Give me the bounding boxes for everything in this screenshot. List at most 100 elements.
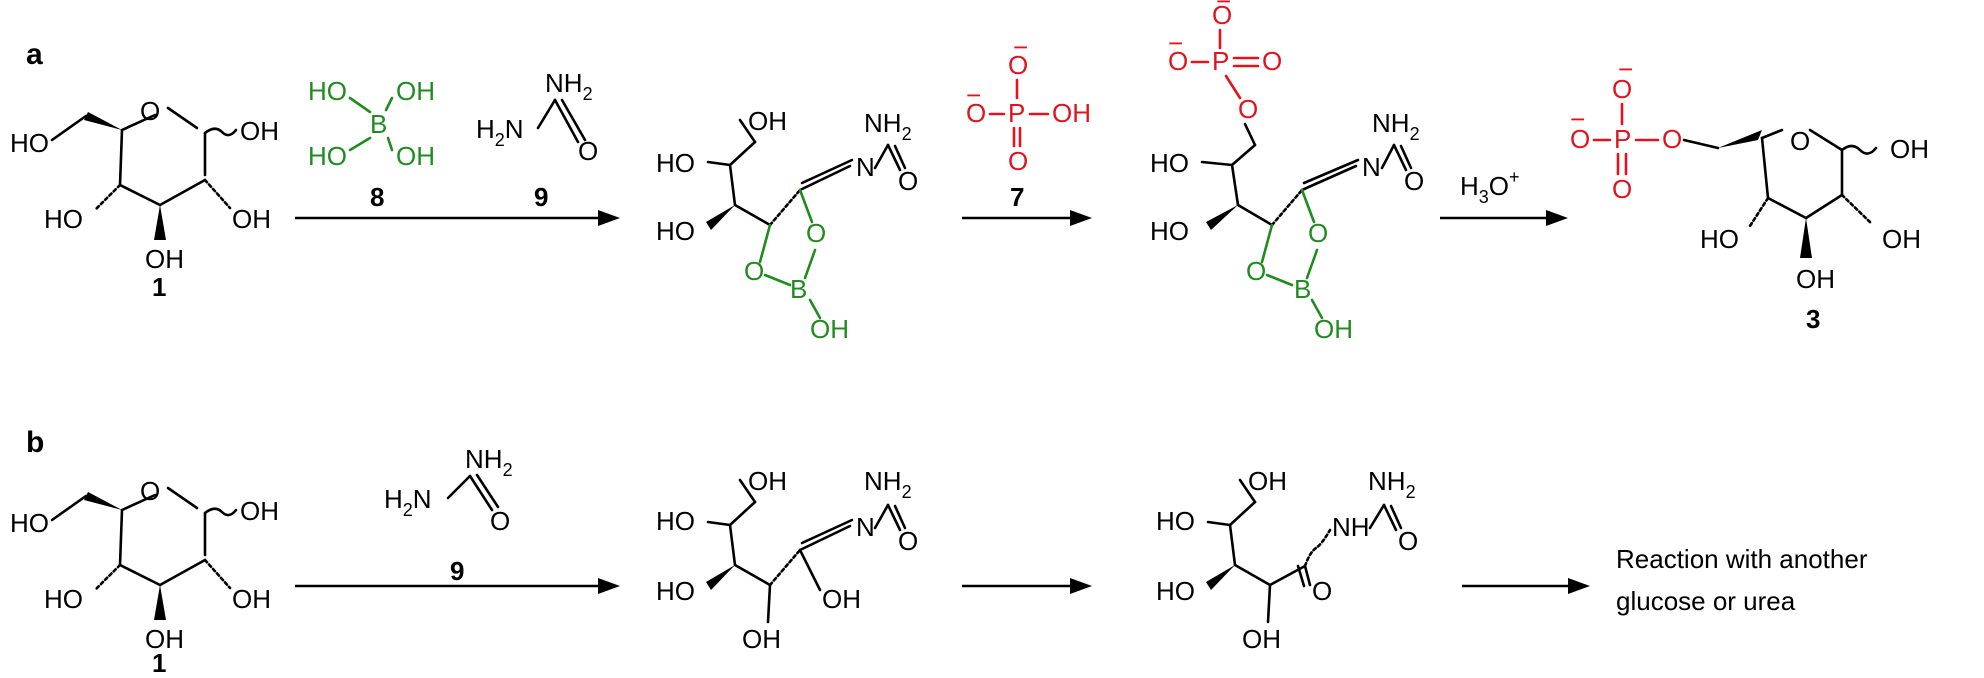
outcome-line-2: glucose or urea <box>1616 586 1796 616</box>
compound-number-7: 7 <box>1010 182 1024 212</box>
oh-label: OH <box>1314 314 1353 344</box>
boric-acid-8: HO OH B HO OH 8 <box>308 76 435 212</box>
oh-label: OH <box>240 496 279 526</box>
ring-oxygen: O <box>140 96 160 126</box>
oh-label: OH <box>396 141 435 171</box>
compound-number-9: 9 <box>450 556 464 586</box>
phosphate-oxygen: O <box>1570 124 1590 154</box>
h2n-label: H2N <box>384 484 432 520</box>
boron-atom: B <box>790 274 807 304</box>
ring-oxygen: O <box>1790 126 1810 156</box>
carbonyl-oxygen: O <box>578 136 598 166</box>
phosphate-oxygen: O <box>1212 0 1232 30</box>
phosphorus-atom: P <box>1008 98 1025 128</box>
oh-label: OH <box>396 76 435 106</box>
phosphate-7: O − O − P OH O 7 <box>966 32 1091 212</box>
oh-label: OH <box>232 584 271 614</box>
urea-9-a: NH2 H2N O 9 <box>476 68 598 212</box>
carbonyl-oxygen: O <box>1398 526 1418 556</box>
panel-label-b: b <box>26 426 44 459</box>
phosphate-oxygen: O <box>1008 50 1028 80</box>
phosphate-oxygen: O <box>1612 74 1632 104</box>
final-outcome-text: Reaction with another glucose or urea <box>1616 544 1868 616</box>
ho-label: HO <box>656 506 695 536</box>
oh-label: OH <box>742 624 781 654</box>
oh-label: OH <box>232 204 271 234</box>
ho-label: HO <box>656 216 695 246</box>
ho-label: HO <box>44 584 83 614</box>
oh-label: OH <box>1796 264 1835 294</box>
phosphorylated-boronate-intermediate: O − O − P O O HO HO NH2 N O O O B OH <box>1150 0 1424 344</box>
compound-number-3: 3 <box>1806 304 1820 334</box>
boron-atom: B <box>1294 274 1311 304</box>
reaction-arrow <box>295 210 620 226</box>
phosphorus-atom: P <box>1212 46 1229 76</box>
nh2-label: NH2 <box>1372 108 1420 144</box>
ho-label: HO <box>308 141 347 171</box>
oh-label: OH <box>1242 624 1281 654</box>
oh-label: OH <box>1882 224 1921 254</box>
negative-charge: − <box>1013 32 1028 62</box>
phosphate-oxygen: O <box>1008 146 1028 176</box>
oh-label: OH <box>748 106 787 136</box>
phosphate-oxygen: O <box>1168 46 1188 76</box>
oh-label: OH <box>1248 466 1287 496</box>
carbonyl-oxygen: O <box>1404 166 1424 196</box>
boronate-oxygen: O <box>806 218 826 248</box>
imine-nitrogen: N <box>1362 152 1381 182</box>
reaction-arrow <box>1462 578 1590 594</box>
hydronium-label: H3O+ <box>1460 167 1520 207</box>
reaction-arrow <box>962 578 1092 594</box>
ho-label: HO <box>1700 224 1739 254</box>
ho-label: HO <box>656 576 695 606</box>
negative-charge: − <box>1618 54 1633 84</box>
ho-label: HO <box>10 508 49 538</box>
reaction-arrow <box>295 578 620 594</box>
urea-9-b: NH2 H2N O 9 <box>384 444 513 586</box>
boronate-oxygen: O <box>744 256 764 286</box>
oh-label: OH <box>810 314 849 344</box>
nh2-label: NH2 <box>1368 466 1416 502</box>
negative-charge: − <box>966 80 981 110</box>
ho-label: HO <box>1150 216 1189 246</box>
ho-label: HO <box>1156 576 1195 606</box>
reaction-arrow <box>962 210 1092 226</box>
ho-label: HO <box>656 148 695 178</box>
ring-oxygen: O <box>140 476 160 506</box>
phosphate-oxygen: O <box>1262 46 1282 76</box>
imine-nitrogen: N <box>856 152 875 182</box>
compound-number-9: 9 <box>534 182 548 212</box>
boronate-imine-intermediate: OH HO HO NH2 N O O O B OH <box>656 106 918 344</box>
phosphate-oxygen: O <box>966 98 986 128</box>
oh-label: OH <box>145 624 184 654</box>
nh2-label: NH2 <box>465 444 513 480</box>
glucose-6-phosphate-3: O − O − P O O O OH HO OH OH 3 <box>1570 54 1929 334</box>
glucose-1-a: O OH HO HO OH OH 1 <box>10 96 279 302</box>
carbonyl-oxygen: O <box>898 526 918 556</box>
carbonyl-oxygen: O <box>490 506 510 536</box>
acid-hydrolysis-step: H3O+ <box>1440 167 1568 226</box>
panel-label-a: a <box>26 38 43 71</box>
boronate-oxygen: O <box>1246 256 1266 286</box>
outcome-line-1: Reaction with another <box>1616 544 1868 574</box>
imine-nitrogen: N <box>856 512 875 542</box>
oh-label: OH <box>240 116 279 146</box>
open-chain-imine: OH HO HO OH OH NH2 N O <box>656 466 918 654</box>
ho-label: HO <box>1150 148 1189 178</box>
compound-number-1: 1 <box>152 648 166 678</box>
amine-label: NH <box>1332 512 1370 542</box>
nh2-label: NH2 <box>545 68 593 104</box>
boron-atom: B <box>370 109 387 139</box>
oh-label: OH <box>748 466 787 496</box>
nh2-label: NH2 <box>864 108 912 144</box>
h2n-label: H2N <box>476 114 524 150</box>
ketone-oxygen: O <box>1312 576 1332 606</box>
negative-charge: − <box>1216 0 1231 16</box>
ho-label: HO <box>10 128 49 158</box>
phosphorus-atom: P <box>1614 124 1631 154</box>
ho-label: HO <box>44 204 83 234</box>
boronate-oxygen: O <box>1308 218 1328 248</box>
oh-label: OH <box>145 244 184 274</box>
compound-number-8: 8 <box>370 182 384 212</box>
